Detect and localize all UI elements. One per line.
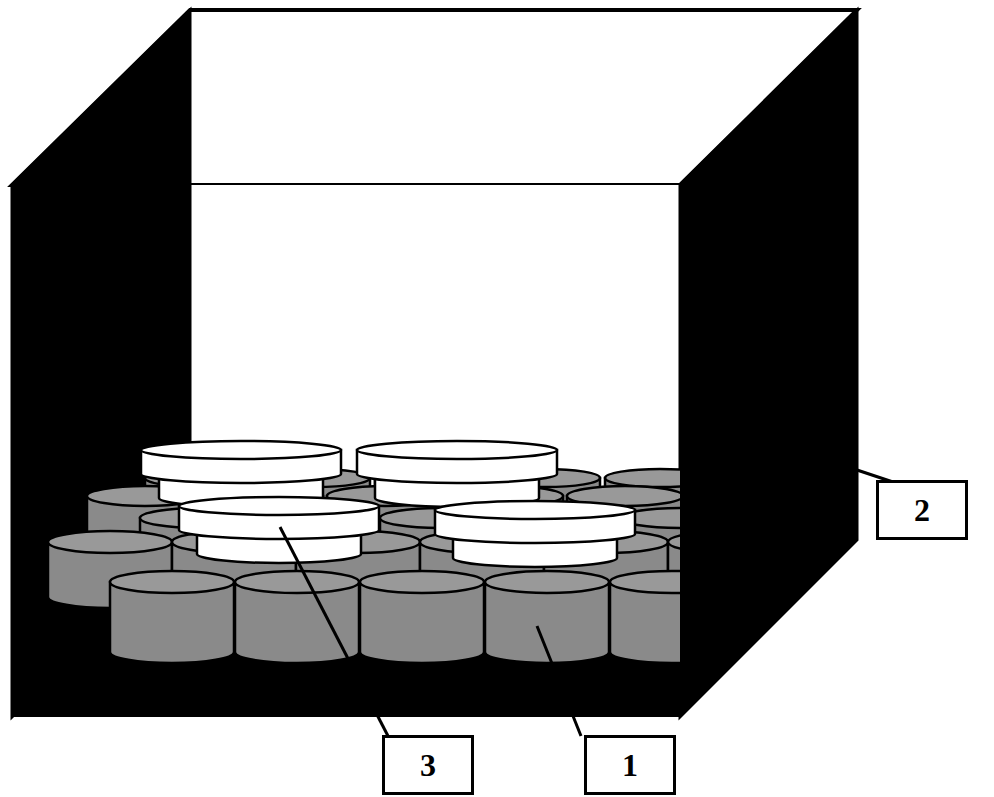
cylinder-top xyxy=(620,508,740,528)
cylinder-top xyxy=(48,531,172,553)
cylinder xyxy=(235,571,359,663)
leader-line xyxy=(537,626,581,736)
cylinder-top xyxy=(610,571,734,593)
dish-lid-top xyxy=(141,441,341,459)
callout-box: 2 xyxy=(876,480,968,540)
right-wall xyxy=(680,10,857,717)
cylinder-top xyxy=(235,571,359,593)
dish-lid-top xyxy=(435,501,635,519)
cylinder-top xyxy=(668,531,792,553)
cylinder-group xyxy=(48,469,803,663)
callout-number: 1 xyxy=(622,749,638,781)
cylinder-top xyxy=(485,571,609,593)
cylinder xyxy=(668,531,792,608)
cylinder-top xyxy=(360,571,484,593)
leader-line xyxy=(280,527,388,736)
dish-lid-top xyxy=(179,497,379,515)
cylinder xyxy=(610,571,734,663)
cylinder-top xyxy=(687,486,803,506)
callout-number: 2 xyxy=(914,494,930,526)
callout-number: 3 xyxy=(420,749,436,781)
callout-box: 3 xyxy=(382,735,474,795)
callout-box: 1 xyxy=(584,735,676,795)
dish-lid-top xyxy=(357,441,557,459)
petri-dish xyxy=(357,441,557,507)
cylinder xyxy=(687,486,803,551)
cylinder-side xyxy=(668,542,792,608)
cylinder xyxy=(110,571,234,663)
cylinder-top xyxy=(605,469,715,487)
cylinder xyxy=(360,571,484,663)
cylinder-top xyxy=(110,571,234,593)
petri-dish xyxy=(435,501,635,567)
petri-dish xyxy=(179,497,379,563)
cylinder-side xyxy=(687,496,803,551)
dish-group xyxy=(141,441,635,567)
